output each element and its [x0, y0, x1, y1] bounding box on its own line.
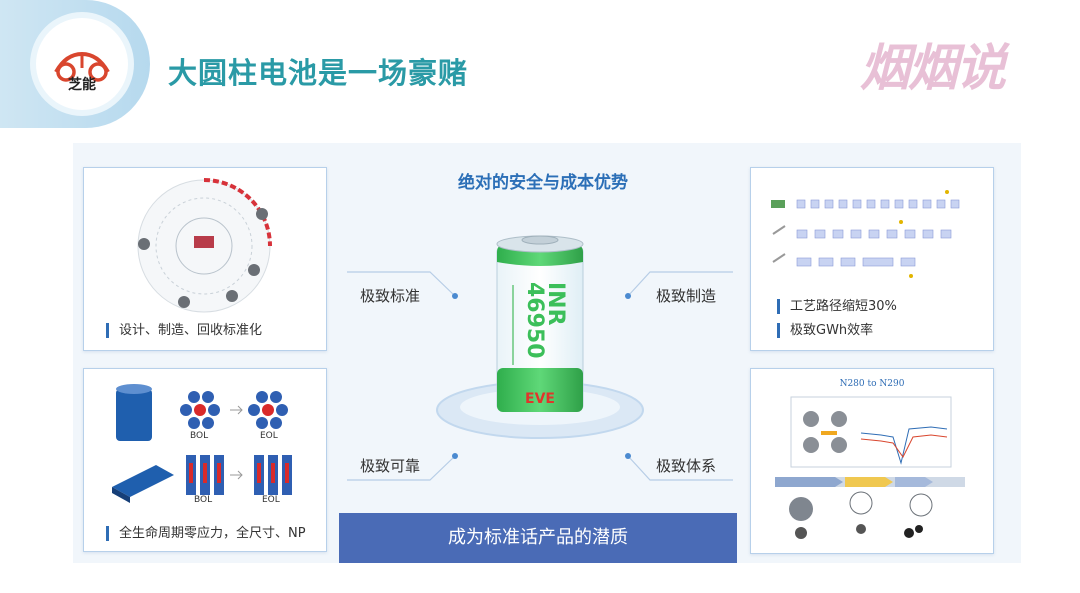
- battery-model-prefix: INR: [543, 282, 568, 326]
- logo-text: 芝能: [68, 77, 96, 93]
- battery-green-band: [497, 368, 583, 412]
- car-logo-icon: [54, 51, 110, 82]
- caption-process-shortening: 工艺路径缩短30%: [777, 299, 897, 314]
- tag-eol-bottom: EOL: [262, 495, 280, 505]
- label-system: 极致体系: [656, 457, 717, 475]
- label-reliable: 极致可靠: [360, 457, 421, 475]
- lifecycle-diagram: [137, 178, 272, 313]
- tag-eol-top: EOL: [260, 431, 278, 441]
- battery-model-number: 46950: [522, 282, 547, 359]
- tag-bol-bottom: BOL: [194, 495, 213, 505]
- process-flow-diagram: [771, 190, 960, 278]
- watermark: 烟烟说: [860, 39, 1006, 97]
- label-standard: 极致标准: [360, 287, 421, 305]
- caption-gwh-efficiency: 极致GWh效率: [777, 323, 873, 338]
- tag-bol-top: BOL: [190, 431, 209, 441]
- card-system: N280 to N290: [750, 368, 994, 554]
- cell-stress-diagram: [112, 384, 292, 503]
- logo: 芝能: [36, 18, 128, 110]
- label-manufacturing: 极致制造: [656, 287, 717, 305]
- battery-terminal: [521, 235, 559, 245]
- card-manufacturing: 工艺路径缩短30% 极致GWh效率: [750, 167, 994, 351]
- bottom-banner: 成为标准话产品的潜质: [339, 513, 737, 563]
- battery-brand: EVE: [525, 391, 555, 407]
- caption-zero-stress: 全生命周期零应力，全尺寸、NP: [106, 526, 306, 541]
- center-title: 绝对的安全与成本优势: [458, 173, 628, 193]
- system-chart-diagram: [775, 396, 965, 539]
- card-reliability: BOL EOL BOL EOL 全生命周期零应力，全尺寸、NP: [83, 368, 327, 552]
- page-title: 大圆柱电池是一场豪赌: [168, 56, 469, 90]
- battery-illustration: INR 46950 EVE: [436, 235, 644, 439]
- card-standardization: 设计、制造、回收标准化: [83, 167, 327, 351]
- caption-standardization: 设计、制造、回收标准化: [106, 323, 262, 338]
- chart-heading: N280 to N290: [839, 379, 905, 389]
